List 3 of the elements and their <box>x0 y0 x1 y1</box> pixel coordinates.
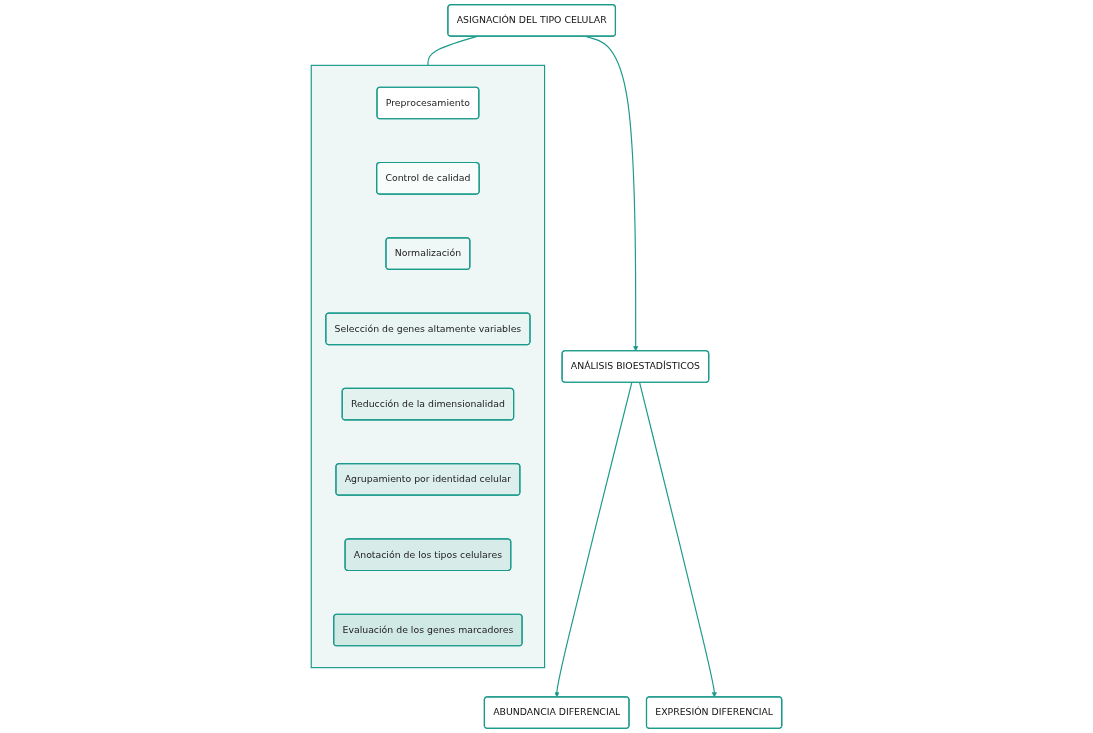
cluster <box>310 64 546 669</box>
arrow <box>639 381 717 698</box>
arrow <box>554 381 633 698</box>
